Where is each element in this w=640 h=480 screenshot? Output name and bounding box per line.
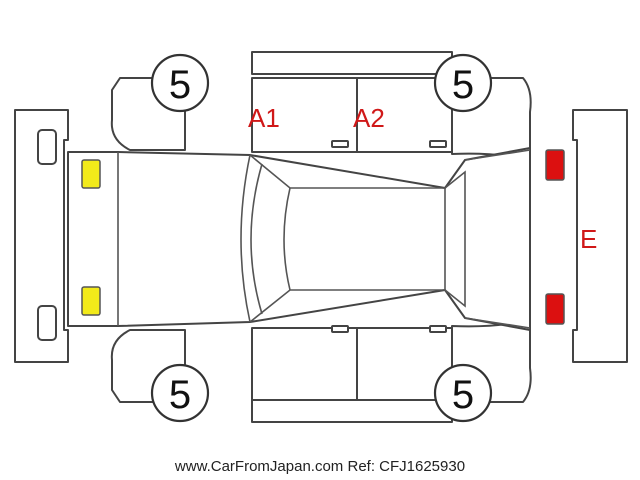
front-lamp-bottom — [81, 286, 101, 316]
vehicle-body — [67, 147, 531, 331]
tire-rear-left-depth: 5 — [452, 63, 474, 107]
tire-front-left: 5 — [150, 53, 210, 113]
footer-site: www.CarFromJapan.com — [174, 458, 344, 475]
damage-mark-a2: A2 — [353, 103, 385, 133]
front-lamp-top — [81, 159, 101, 189]
rear-lamp-top — [545, 149, 565, 181]
tire-front-right: 5 — [150, 363, 210, 423]
source-footer: www.CarFromJapan.com Ref: CFJ1625930 — [0, 458, 640, 475]
tire-front-left-depth: 5 — [169, 63, 191, 107]
footer-ref: Ref: CFJ1625930 — [347, 458, 466, 475]
tire-rear-left: 5 — [433, 53, 493, 113]
right-side-panels — [110, 319, 532, 423]
rear-lamp-bottom — [545, 293, 565, 325]
damage-mark-e: E — [580, 224, 597, 254]
tire-rear-right: 5 — [433, 363, 493, 423]
tire-front-right-depth: 5 — [169, 373, 191, 417]
front-bumper — [14, 109, 69, 363]
rear-bumper — [572, 109, 628, 363]
damage-mark-a1: A1 — [248, 103, 280, 133]
tire-rear-right-depth: 5 — [452, 373, 474, 417]
